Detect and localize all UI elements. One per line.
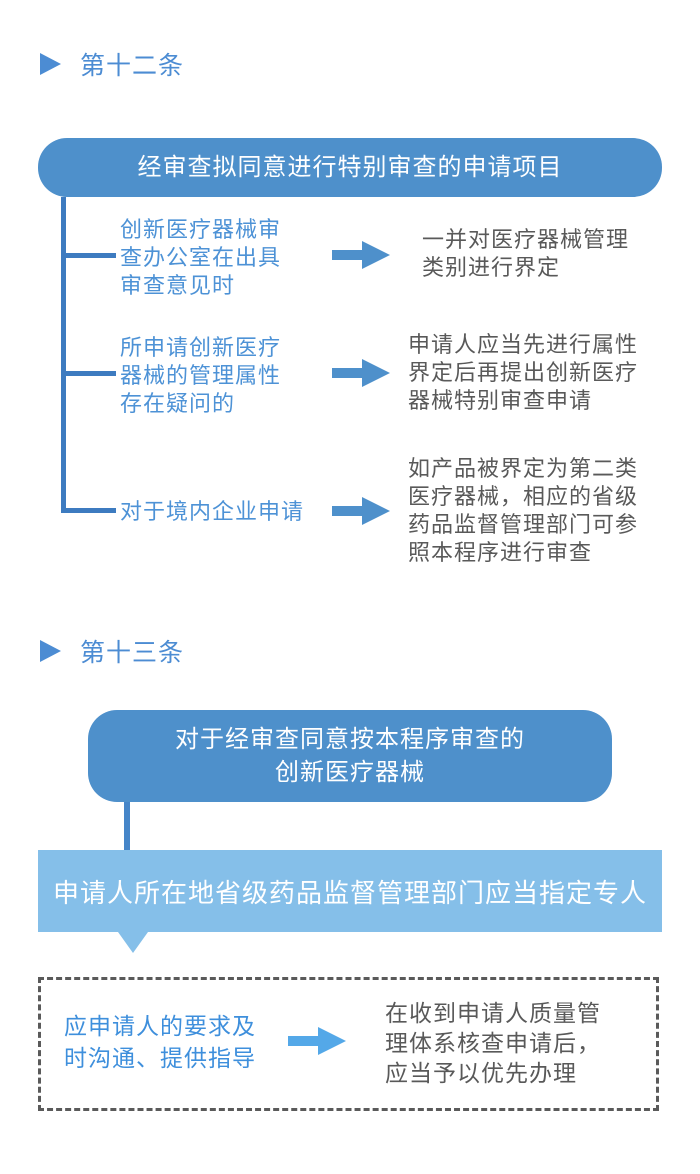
branch-3-condition: 对于境内企业申请	[120, 499, 305, 524]
branch-1-condition: 创新医疗器械审 查办公室在出具 审查意见时	[120, 217, 282, 298]
branch-2-arrow-icon	[332, 359, 390, 387]
article-12-title-box: 经审查拟同意进行特别审查的申请项目	[38, 138, 662, 197]
branch-3-arrow-icon	[332, 497, 390, 525]
branch-2-connector-line	[61, 371, 116, 376]
article-13-title-box: 对于经审查同意按本程序审查的 创新医疗器械	[88, 710, 612, 802]
article-13-heading-label: 第十三条	[80, 639, 185, 667]
dashed-box-condition: 应申请人的要求及 时沟通、提供指导	[64, 1013, 256, 1071]
branch-3-connector-line	[61, 508, 116, 513]
article-12-heading: 第十二条	[40, 46, 184, 82]
branch-1-connector-line	[61, 253, 116, 258]
branch-1-result: 一并对医疗器械管理 类别进行界定	[422, 227, 630, 280]
banner-pointer-triangle-icon	[118, 932, 148, 953]
trunk-connector-line	[61, 197, 66, 513]
right-triangle-bullet-icon	[40, 640, 61, 662]
dashed-callout-box	[38, 977, 659, 1111]
article-13-heading: 第十三条	[40, 633, 184, 669]
right-triangle-bullet-icon	[40, 53, 61, 75]
branch-2-condition: 所申请创新医疗 器械的管理属性 存在疑问的	[120, 335, 282, 416]
dashed-box-arrow-icon	[288, 1027, 346, 1055]
dashed-box-result: 在收到申请人质量管 理体系核查申请后， 应当予以优先办理	[385, 1000, 601, 1086]
article-12-heading-label: 第十二条	[80, 52, 185, 80]
branch-3-result: 如产品被界定为第二类 医疗器械，相应的省级 药品监督管理部门可参 照本程序进行审…	[408, 456, 639, 565]
branch-1-arrow-icon	[332, 241, 390, 269]
branch-2-result: 申请人应当先进行属性 界定后再提出创新医疗 器械特别审查申请	[408, 332, 639, 413]
article-13-banner: 申请人所在地省级药品监督管理部门应当指定专人	[38, 850, 662, 932]
article-13-connector-line	[124, 802, 130, 850]
